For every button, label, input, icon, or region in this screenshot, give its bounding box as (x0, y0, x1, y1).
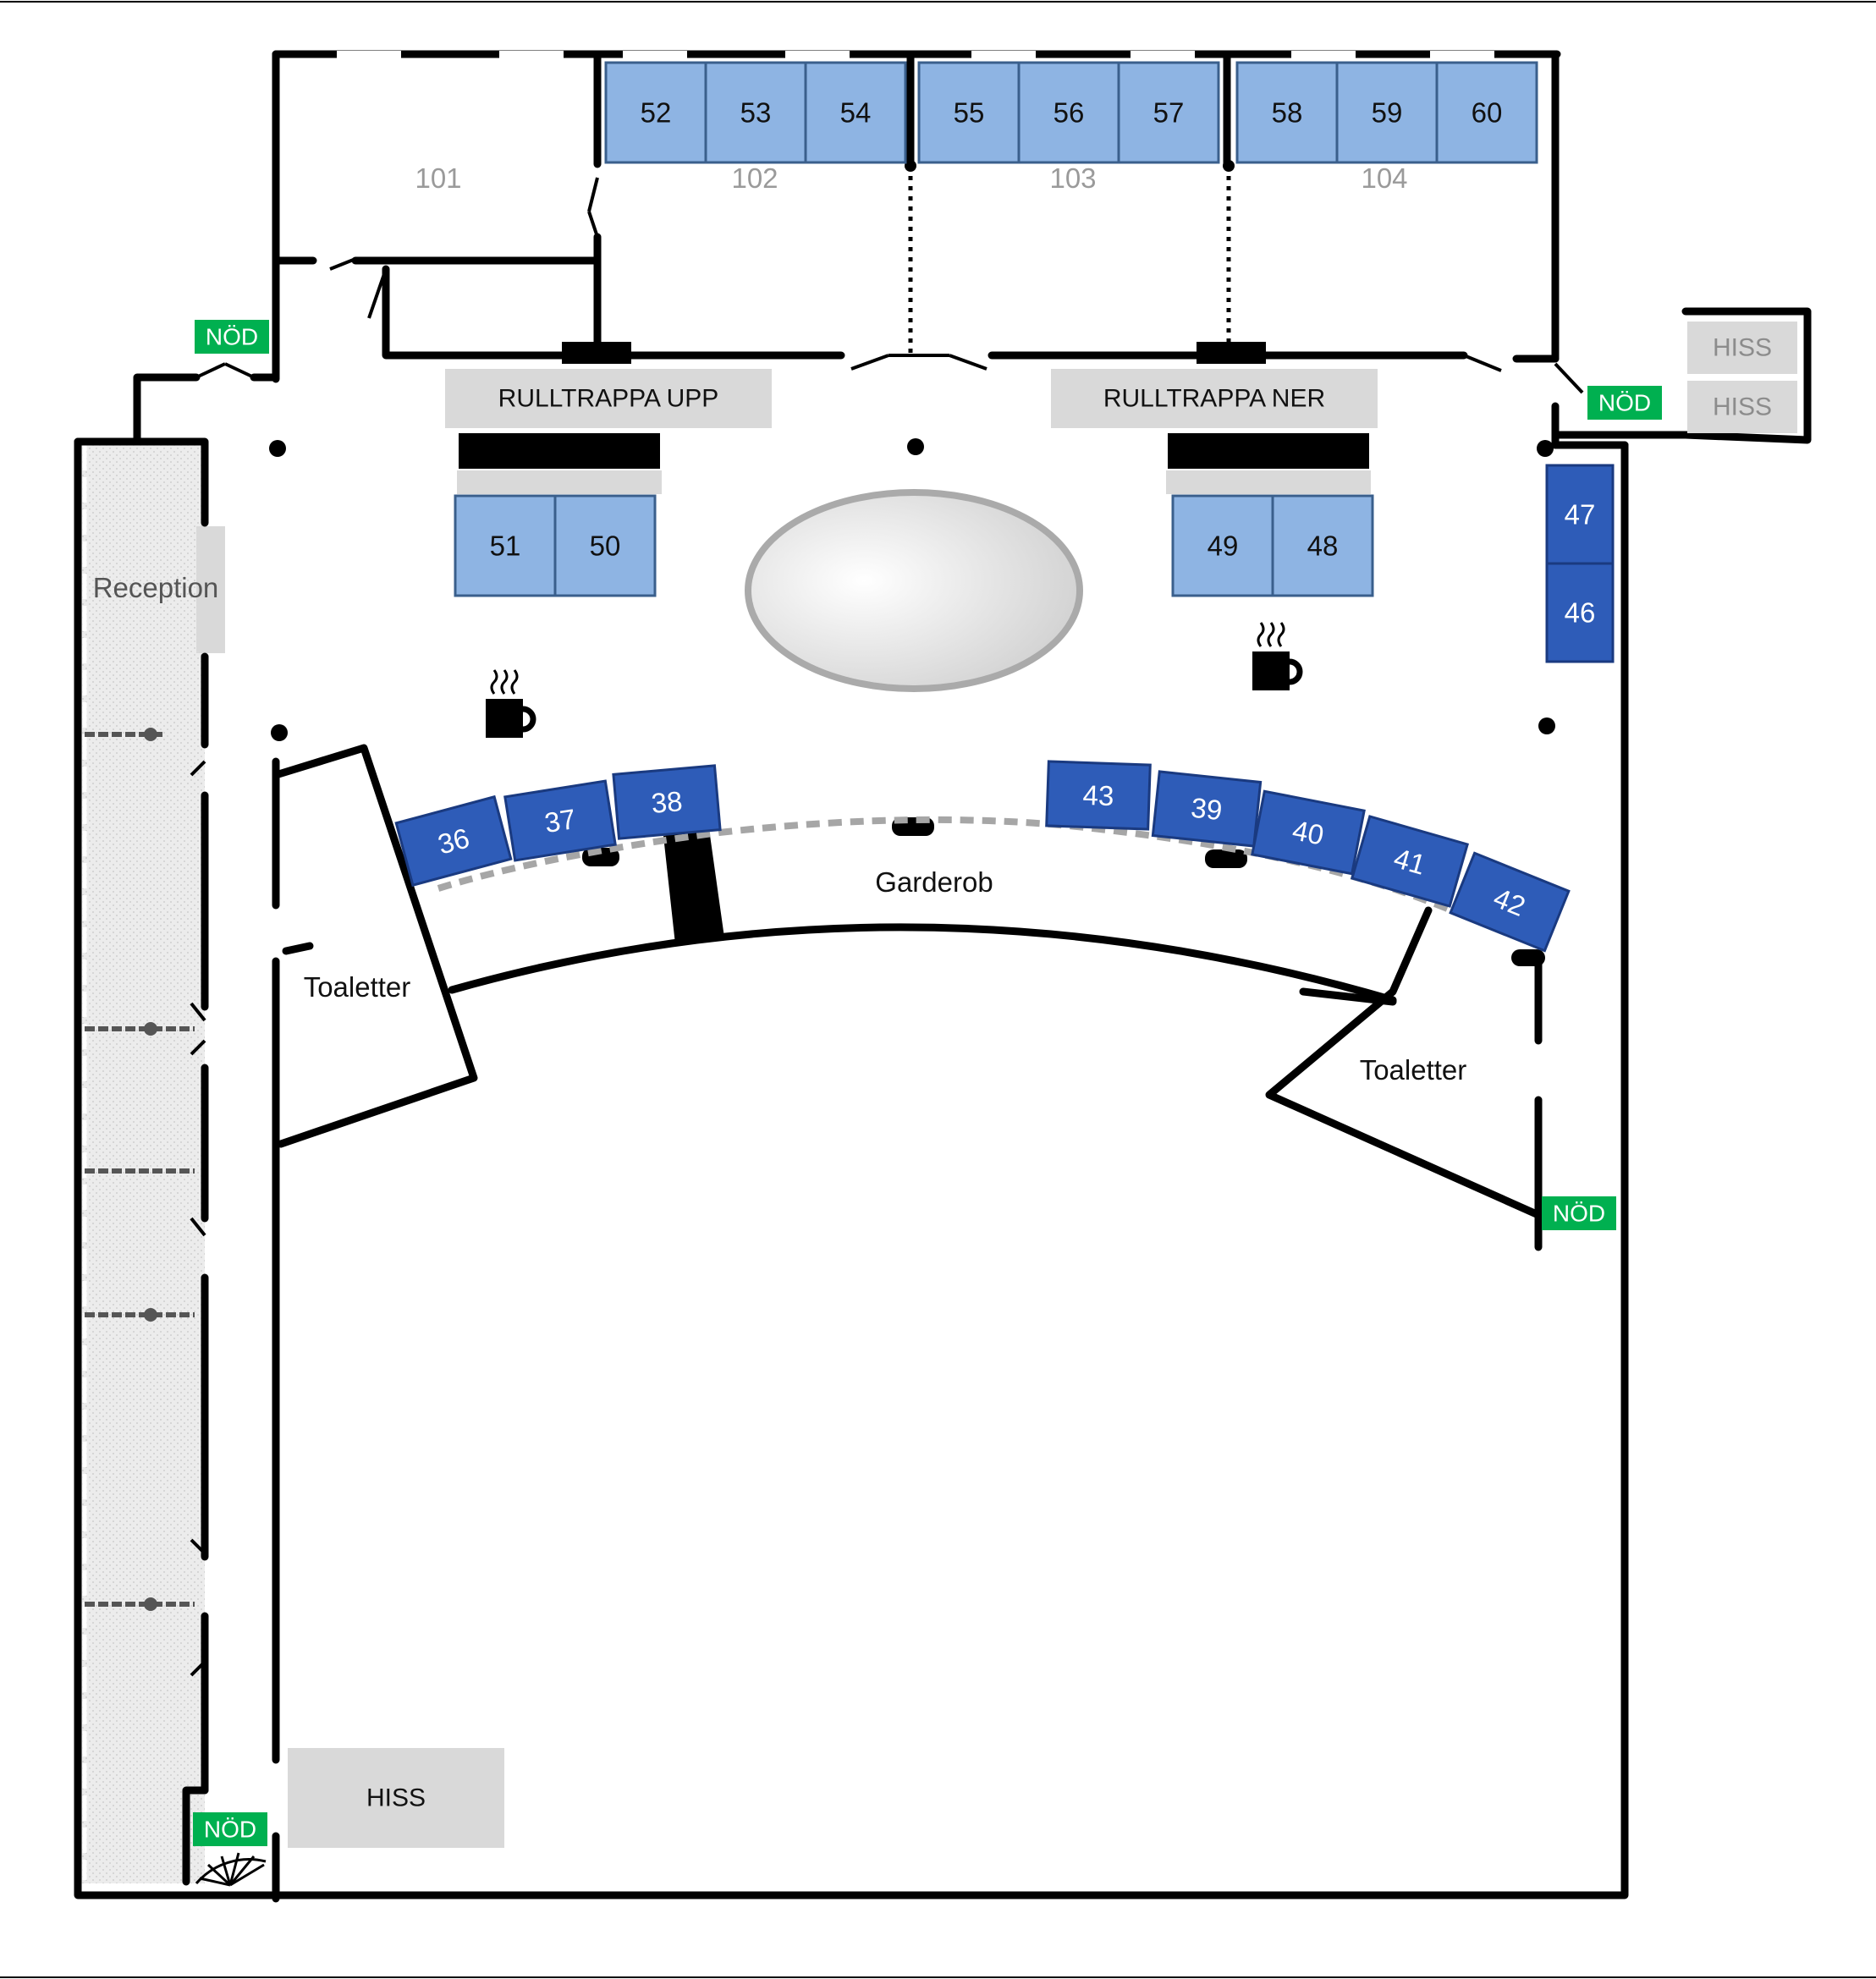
toilet-label-left: Toaletter (304, 971, 411, 1003)
centre-oval (745, 489, 1083, 692)
booth-number: 49 (1208, 530, 1239, 562)
emergency-exit-top-right[interactable]: NÖD (1587, 386, 1662, 420)
booth-53[interactable]: 53 (704, 61, 807, 164)
booth-57[interactable]: 57 (1117, 61, 1220, 164)
cloakroom-label: Garderob (875, 866, 993, 898)
booth-number: 57 (1153, 97, 1185, 129)
booth-52[interactable]: 52 (604, 61, 707, 164)
emergency-exit-right[interactable]: NÖD (1542, 1196, 1616, 1230)
booth-number: 50 (590, 530, 621, 562)
booth-51[interactable]: 51 (454, 494, 557, 597)
booth-36[interactable]: 36 (394, 794, 513, 888)
booth-number: 48 (1307, 530, 1339, 562)
booth-49[interactable]: 49 (1171, 494, 1274, 597)
escalator-down: RULLTRAPPA NER (1051, 369, 1378, 428)
emergency-exit-top-left[interactable]: NÖD (195, 320, 269, 354)
booth-47[interactable]: 47 (1545, 464, 1615, 565)
elevator-top-right-1: HISS (1687, 322, 1797, 374)
emergency-exit-bottom-left[interactable]: NÖD (193, 1812, 267, 1846)
booth-row-mid: 51 50 49 48 (454, 494, 1374, 597)
room-label-101: 101 (415, 162, 461, 194)
booth-number: 46 (1565, 597, 1596, 629)
room-label-103: 103 (1049, 162, 1096, 194)
reception-area: Reception (81, 445, 225, 1883)
booth-number: 43 (1082, 779, 1114, 811)
booth-38[interactable]: 38 (612, 764, 722, 840)
booth-54[interactable]: 54 (804, 61, 907, 164)
spiral-stairs-icon (195, 1852, 267, 1887)
escalator-down-label: RULLTRAPPA NER (1103, 385, 1325, 413)
booth-37[interactable]: 37 (503, 779, 617, 862)
booth-number: 58 (1272, 97, 1303, 129)
booth-number: 39 (1190, 792, 1224, 827)
booth-59[interactable]: 59 (1335, 61, 1439, 164)
booth-number: 47 (1565, 499, 1596, 530)
emergency-exit-label: NÖD (1598, 390, 1651, 416)
booth-number: 55 (954, 97, 985, 129)
booth-58[interactable]: 58 (1235, 61, 1339, 164)
emergency-exit-label: NÖD (206, 324, 258, 350)
booth-41[interactable]: 41 (1350, 815, 1470, 908)
coffee-cup-icon (486, 669, 536, 738)
elevator-bottom-label: HISS (366, 1784, 426, 1812)
elevator-top-right-2: HISS (1687, 381, 1797, 433)
booth-39[interactable]: 39 (1151, 770, 1263, 848)
booth-60[interactable]: 60 (1435, 61, 1538, 164)
elevator-top-right-label: HISS (1713, 334, 1772, 362)
escalator-up-label: RULLTRAPPA UPP (498, 385, 719, 413)
elevator-top-right-label: HISS (1713, 393, 1772, 421)
booth-column-right: 47 46 (1545, 464, 1615, 663)
walls (74, 50, 1812, 1903)
room-labels: 101 102 103 104 (415, 162, 1407, 194)
escalator-up: RULLTRAPPA UPP (445, 369, 772, 428)
booth-arc: 36 37 38 43 39 40 41 42 (394, 760, 1571, 953)
booth-50[interactable]: 50 (553, 494, 657, 597)
booth-42[interactable]: 42 (1449, 851, 1571, 953)
reception-label: Reception (93, 572, 219, 603)
booth-number: 56 (1054, 97, 1085, 129)
coffee-cup-icon (1252, 622, 1303, 690)
emergency-exit-label: NÖD (1553, 1201, 1605, 1227)
booth-number: 38 (650, 785, 684, 819)
booth-55[interactable]: 55 (917, 61, 1021, 164)
booth-40[interactable]: 40 (1251, 789, 1366, 876)
room-label-104: 104 (1361, 162, 1407, 194)
booth-48[interactable]: 48 (1271, 494, 1374, 597)
booth-number: 54 (840, 97, 872, 129)
emergency-exit-label: NÖD (204, 1817, 256, 1843)
booth-number: 51 (490, 530, 521, 562)
booth-number: 40 (1290, 814, 1326, 850)
booth-number: 52 (641, 97, 672, 129)
booth-43[interactable]: 43 (1045, 760, 1152, 831)
booth-46[interactable]: 46 (1545, 562, 1615, 663)
booth-row-top: 52 53 54 55 56 57 58 59 60 (604, 61, 1538, 164)
booth-number: 60 (1472, 97, 1503, 129)
booth-number: 53 (740, 97, 772, 129)
room-label-102: 102 (731, 162, 778, 194)
elevator-bottom: HISS (288, 1748, 504, 1848)
booth-number: 37 (542, 803, 578, 838)
booth-56[interactable]: 56 (1017, 61, 1120, 164)
booth-number: 59 (1372, 97, 1403, 129)
toilet-label-right: Toaletter (1360, 1054, 1467, 1086)
